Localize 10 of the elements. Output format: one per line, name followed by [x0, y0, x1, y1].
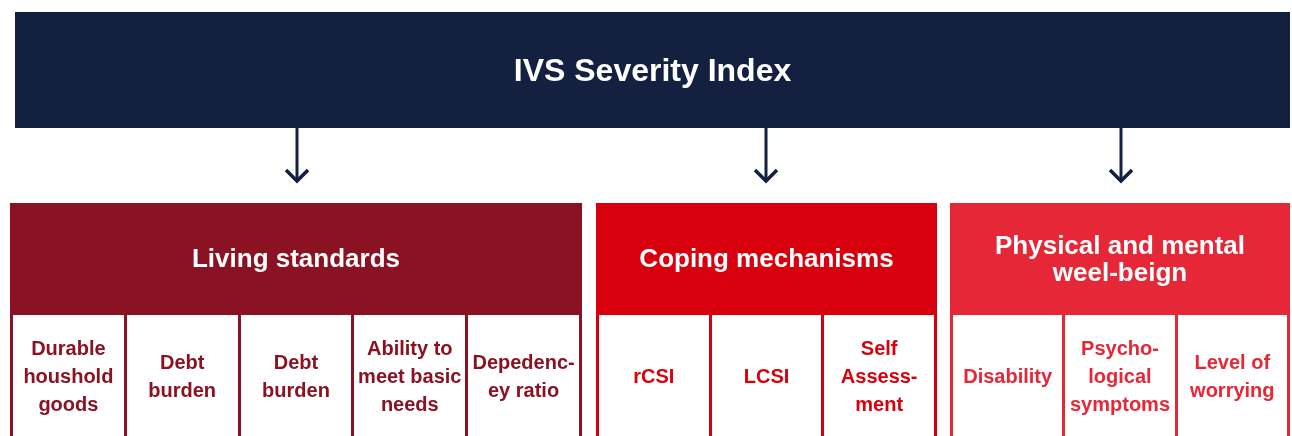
category-header: Coping mechanisms	[596, 203, 937, 315]
arrow	[753, 128, 779, 183]
category-header: Living standards	[10, 203, 582, 315]
category-header: Physical and mental weel-beign	[950, 203, 1290, 315]
category-panel	[596, 203, 937, 436]
arrow	[1108, 128, 1134, 183]
category-panel	[10, 203, 582, 436]
arrow	[284, 128, 310, 183]
title-banner: IVS Severity Index	[15, 12, 1290, 128]
category-panel	[950, 203, 1290, 436]
